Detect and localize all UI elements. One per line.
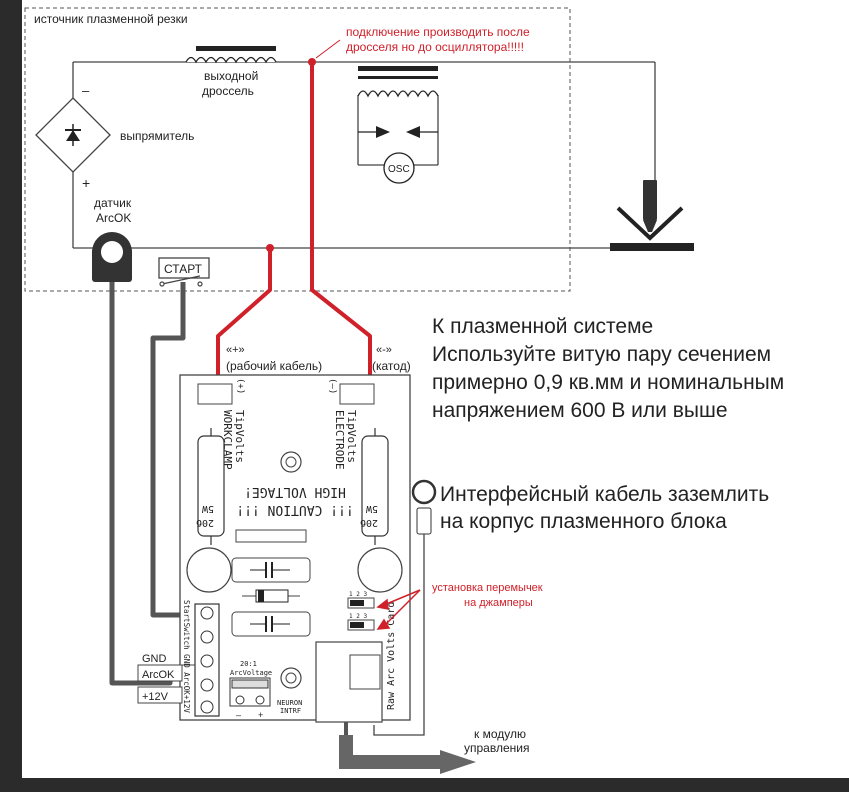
potentiometer-inner (285, 672, 297, 684)
card-label: Raw Arc Volts Card (386, 602, 397, 710)
diode-component-icon (242, 589, 300, 603)
choke-label-1: выходной (204, 69, 258, 83)
v12-box (137, 686, 183, 704)
start-label: СТАРТ (164, 262, 203, 276)
jumper-nums-1: 1 2 3 (349, 591, 367, 598)
sensor-label-1: датчик (94, 196, 132, 210)
component-strip (235, 529, 307, 543)
diode-icon (65, 124, 81, 146)
electrode-label-1: TipVolts (345, 410, 358, 463)
to-module-label-2: управления (464, 741, 529, 755)
output-connector-inner (349, 654, 381, 690)
resistor-left-icon (197, 428, 225, 545)
to-module-label-1: к модулю (474, 727, 526, 741)
rectifier-label: выпрямитель (120, 129, 194, 143)
plasma-source-label: источник плазменной резки (34, 12, 188, 26)
output-cable (339, 722, 476, 774)
ground-instruction-2: на корпус плазменного блока (440, 510, 727, 533)
jumper-block-1 (347, 597, 375, 609)
arcvoltage-label: ArcVoltage (230, 669, 272, 677)
caution-line-2: !!! CAUTION !!! (236, 502, 353, 517)
minus-mark: (–) (327, 378, 337, 394)
gnd-label: GND (142, 653, 167, 665)
transformer-core (358, 76, 438, 79)
v12-label: +12V (142, 691, 169, 703)
choke-core (196, 46, 276, 51)
jumper-arrows (376, 589, 421, 630)
pot-minus: – (236, 710, 241, 720)
arcvoltage-ratio: 20:1 (240, 660, 257, 668)
red-wires (216, 62, 372, 388)
choke-coil (185, 56, 277, 64)
wire-junction-minus (308, 58, 316, 66)
transformer-top-core (358, 66, 438, 71)
cathode-label-1: «-» (376, 344, 392, 356)
res-right-power: 5W (365, 503, 378, 514)
capacitor-right (357, 547, 403, 593)
arcok-sensor-icon (92, 232, 132, 282)
note-pointer (315, 39, 341, 59)
wire-junction-plus (266, 244, 274, 252)
terminal-plus (197, 383, 233, 405)
arcvoltage-connector (229, 677, 271, 707)
res-left-power: 5W (201, 503, 214, 514)
instruction-line-3: примерно 0,9 кв.мм и номинальным (432, 371, 784, 394)
electrode-label-2: ELECTRODE (333, 410, 346, 470)
osc-label: OSC (388, 164, 410, 175)
resistor-right-icon (361, 428, 389, 545)
connect-note-1: подключение производить после (346, 25, 530, 39)
res-right-value: 20б (360, 517, 378, 529)
ground-wire (373, 479, 437, 736)
workclamp-label-1: TipVolts (233, 410, 246, 463)
plasma-source-boundary (24, 7, 571, 292)
spark-gap-icon (358, 126, 438, 138)
terminal-minus (339, 383, 375, 405)
mounting-hole-inner (285, 456, 297, 468)
jumper-block-2 (347, 619, 375, 631)
terminal-labels: StartSwitch GND ArcOK+12V (182, 600, 191, 713)
work-cable-label-1: «+» (226, 344, 245, 356)
jumper-note-1: установка перемычек (432, 582, 543, 594)
sensor-label-2: ArcOK (96, 211, 131, 225)
caution-line-1: HIGH VOLTAGE! (244, 484, 346, 499)
pot-plus: + (258, 710, 263, 720)
rectifier-minus: – (82, 83, 90, 98)
ground-instruction-1: Интерфейсный кабель заземлить (440, 483, 769, 506)
capacitor-1-icon (231, 557, 311, 583)
start-button-box (158, 257, 210, 279)
diagram-canvas: источник плазменной резки – + выпрямител… (22, 0, 849, 778)
jumper-nums-2: 1 2 3 (349, 613, 367, 620)
start-switch-icon (159, 275, 203, 287)
power-circuit (72, 61, 656, 249)
capacitor-2-icon (231, 611, 311, 637)
instruction-line-4: напряжением 600 В или выше (432, 399, 728, 422)
arcok-label: ArcOK (142, 669, 175, 681)
work-cable-label-2: (рабочий кабель) (226, 359, 322, 373)
oscillator-icon (383, 152, 415, 184)
res-left-value: 20б (196, 517, 214, 529)
terminal-block (194, 603, 220, 717)
torch-icon (610, 180, 694, 251)
neuron-label-1: NEURON (277, 699, 302, 707)
wiring-diagram: источник плазменной резки – + выпрямител… (24, 7, 784, 774)
rectifier-plus: + (82, 175, 90, 191)
plus-mark: (+) (235, 378, 245, 394)
neuron-label-2: INTRF (280, 707, 301, 715)
instruction-line-1: К плазменной системе (432, 315, 653, 338)
transformer-coil (357, 90, 439, 98)
capacitor-left (186, 547, 232, 593)
jumper-note-2: на джамперы (464, 597, 533, 609)
choke-label-2: дроссель (202, 84, 254, 98)
instruction-line-2: Используйте витую пару сечением (432, 343, 771, 366)
connect-note-2: дросселя но до осциллятора!!!!! (346, 40, 524, 54)
cathode-label-2: (катод) (372, 359, 411, 373)
